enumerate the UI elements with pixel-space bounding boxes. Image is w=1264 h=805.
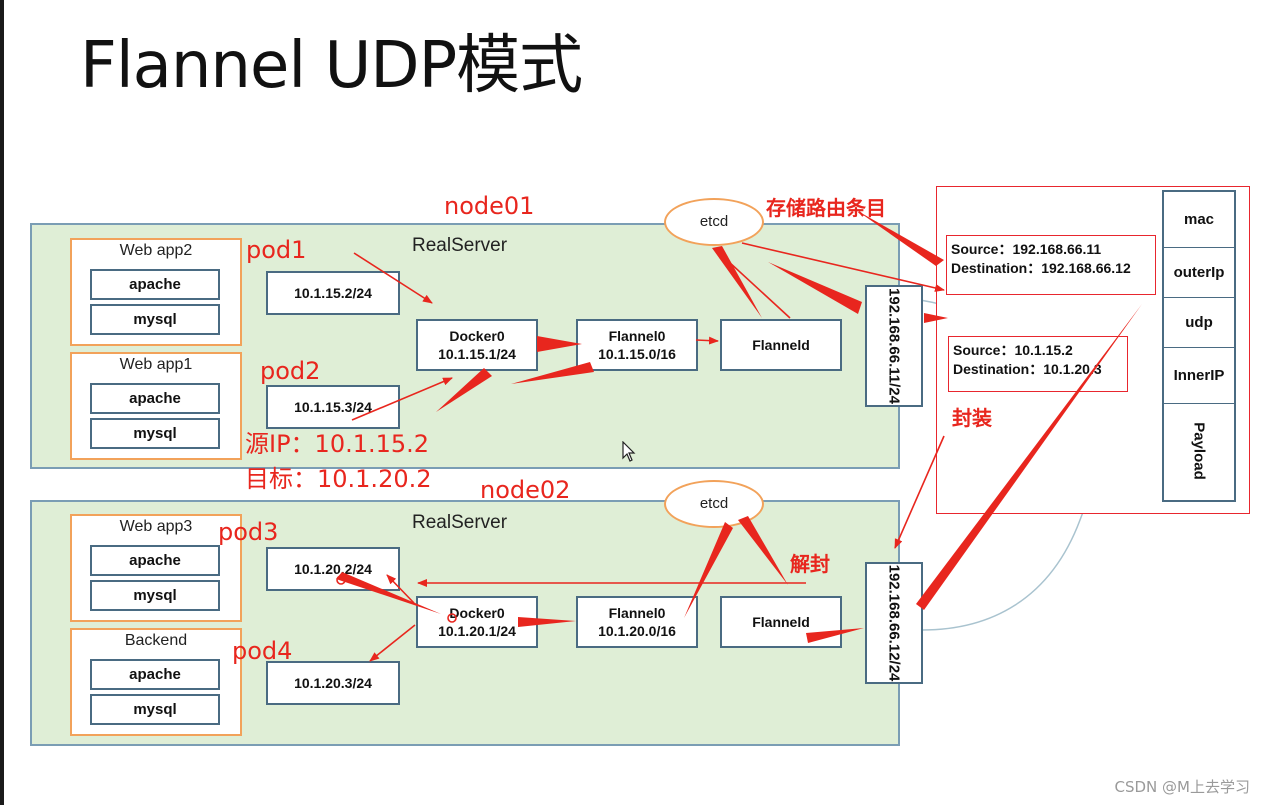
outer-destination: Destination：192.168.66.12	[951, 260, 1131, 276]
flanneld-node01: Flanneld	[720, 319, 842, 371]
layer-udp: udp	[1164, 298, 1234, 348]
inner-source: Source：10.1.15.2	[953, 342, 1073, 358]
service-mysql: mysql	[90, 580, 220, 611]
node01-label: node01	[444, 192, 535, 220]
app-name: Web app1	[119, 356, 193, 373]
flannel0-name: Flannel0	[608, 605, 666, 621]
docker0-node02: Docker0 10.1.20.1/24	[416, 596, 538, 648]
flanneld-label: Flanneld	[752, 614, 810, 630]
flannel0-ip: 10.1.20.0/16	[598, 623, 676, 639]
flannel0-node01: Flannel0 10.1.15.0/16	[576, 319, 698, 371]
docker0-name: Docker0	[449, 605, 505, 621]
etcd-node01: etcd	[664, 198, 764, 246]
flanneld-label: Flanneld	[752, 337, 810, 353]
inner-destination: Destination：10.1.20.3	[953, 361, 1102, 377]
layer-innerip: InnerIP	[1164, 348, 1234, 404]
pod2-box: 10.1.15.3/24	[266, 385, 400, 429]
pod3-label: pod3	[218, 518, 279, 546]
pod-ip: 10.1.15.3/24	[294, 399, 372, 415]
docker0-node01: Docker0 10.1.15.1/24	[416, 319, 538, 371]
pod4-box: 10.1.20.3/24	[266, 661, 400, 705]
docker0-name: Docker0	[449, 328, 505, 344]
outer-header: Source：192.168.66.11 Destination：192.168…	[946, 235, 1156, 295]
layer-outerip: outerIp	[1164, 248, 1234, 298]
flannel0-name: Flannel0	[608, 328, 666, 344]
app-name: Web app3	[119, 518, 193, 535]
nic-node01: 192.168.66.11/24	[865, 285, 923, 407]
app-webapp3: Web app3 apache mysql	[70, 514, 242, 622]
pod-ip: 10.1.15.2/24	[294, 285, 372, 301]
pod-ip: 10.1.20.3/24	[294, 675, 372, 691]
pod2-label: pod2	[260, 357, 321, 385]
app-webapp1: Web app1 apache mysql	[70, 352, 242, 460]
docker0-ip: 10.1.15.1/24	[438, 346, 516, 362]
target-ip-label: 目标：10.1.20.2	[245, 465, 432, 493]
left-edge-bar	[0, 0, 4, 805]
service-mysql: mysql	[90, 304, 220, 335]
realserver-title: RealServer	[412, 512, 508, 533]
docker0-ip: 10.1.20.1/24	[438, 623, 516, 639]
realserver-title: RealServer	[412, 235, 508, 256]
service-apache: apache	[90, 659, 220, 690]
app-webapp2: Web app2 apache mysql	[70, 238, 242, 346]
app-name: Web app2	[119, 242, 193, 259]
pod1-box: 10.1.15.2/24	[266, 271, 400, 315]
layer-mac: mac	[1164, 192, 1234, 248]
store-route-label: 存储路由条目	[766, 196, 886, 220]
packet-layer-stack: mac outerIp udp InnerIP Payload	[1162, 190, 1236, 502]
service-mysql: mysql	[90, 694, 220, 725]
pod1-label: pod1	[246, 236, 307, 264]
watermark-footer: CSDN @M上去学习	[1114, 778, 1250, 796]
node02-label: node02	[480, 476, 571, 504]
app-name: Backend	[124, 632, 188, 649]
service-apache: apache	[90, 383, 220, 414]
pod4-label: pod4	[232, 637, 293, 665]
source-ip-label: 源IP：10.1.15.2	[245, 430, 430, 458]
mouse-cursor-icon	[622, 441, 636, 462]
outer-source: Source：192.168.66.11	[951, 241, 1102, 257]
encapsulate-label: 封装	[952, 406, 992, 430]
app-backend: Backend apache mysql	[70, 628, 242, 736]
service-apache: apache	[90, 269, 220, 300]
nic-node02: 192.168.66.12/24	[865, 562, 923, 684]
pod3-box: 10.1.20.2/24	[266, 547, 400, 591]
decapsulate-label: 解封	[790, 552, 830, 576]
service-mysql: mysql	[90, 418, 220, 449]
slide-title: Flannel UDP模式	[80, 29, 583, 103]
flannel0-ip: 10.1.15.0/16	[598, 346, 676, 362]
pod-ip: 10.1.20.2/24	[294, 561, 372, 577]
service-apache: apache	[90, 545, 220, 576]
flannel0-node02: Flannel0 10.1.20.0/16	[576, 596, 698, 648]
